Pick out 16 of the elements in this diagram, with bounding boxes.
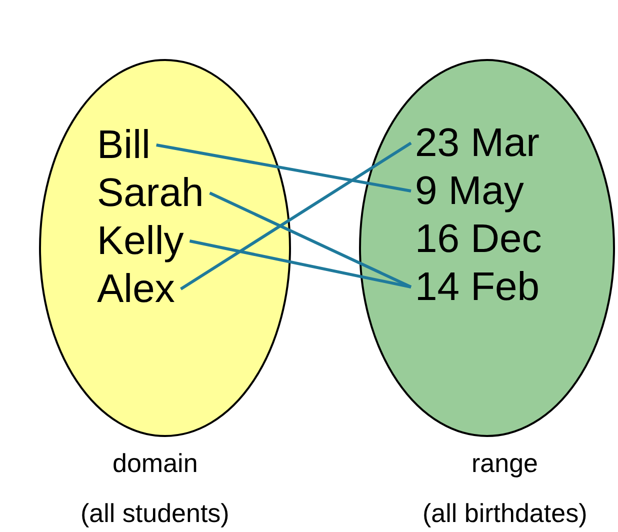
mapping-line (209, 192, 412, 288)
set-description: (all students) (80, 498, 230, 528)
mapping-line (156, 144, 412, 192)
domain-element: Kelly (97, 218, 184, 264)
mapping-line (180, 142, 412, 290)
domain-element: Bill (97, 122, 150, 168)
range-element: 23 Mar (415, 120, 540, 166)
mapping-line (189, 240, 412, 288)
domain-element: Alex (97, 266, 175, 312)
set-label: range (472, 448, 538, 478)
set-label: domain (112, 448, 198, 478)
set-description: (all birthdates) (422, 498, 588, 528)
range-element: 16 Dec (415, 216, 542, 262)
range-element: 14 Feb (415, 264, 540, 310)
range-element: 9 May (415, 168, 524, 214)
domain-element: Sarah (97, 170, 204, 216)
